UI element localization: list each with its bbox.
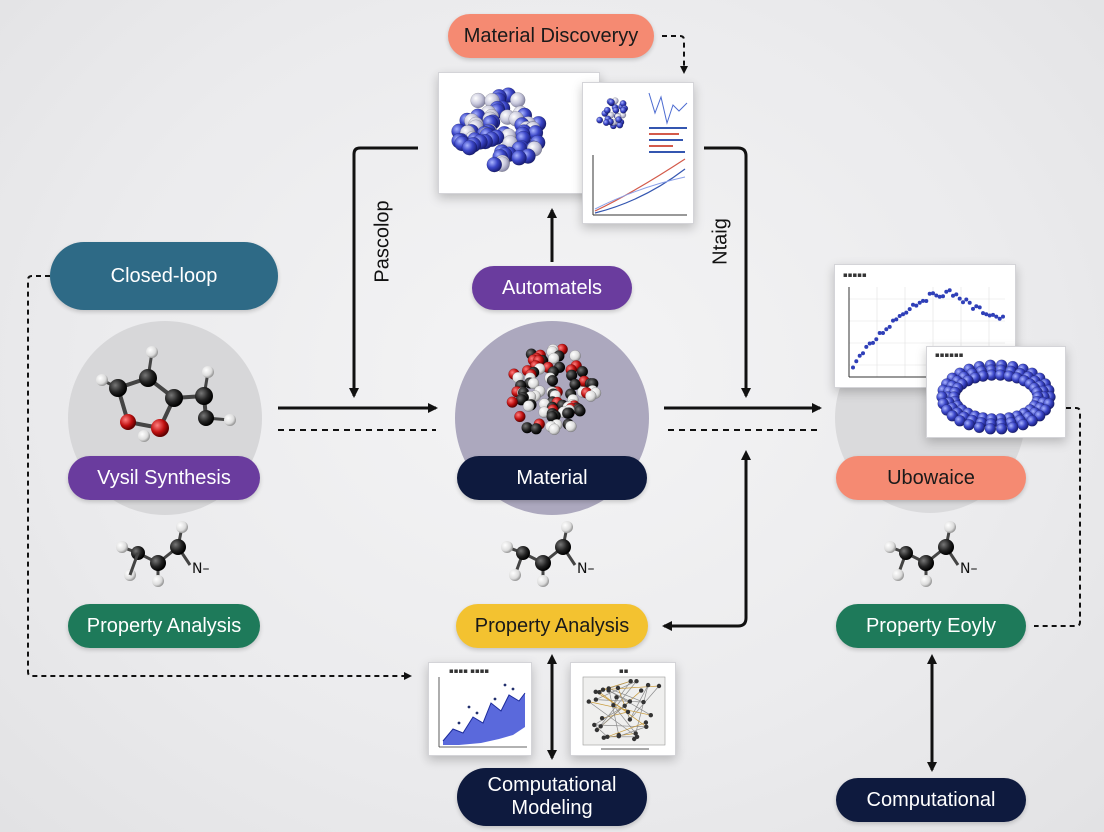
nitrile-molecule-left-icon: N–	[116, 521, 209, 587]
nitrile-molecule-center-icon: N–	[501, 521, 594, 587]
property-analysis-left-node[interactable]: Property Analysis	[68, 604, 260, 648]
material-discovery-label: Material Discoveryy	[463, 24, 639, 47]
computational-modeling-node[interactable]: Computational Modeling	[457, 768, 647, 826]
analysis-charts-card	[582, 82, 694, 224]
svg-text:▪▪▪▪▪: ▪▪▪▪▪	[843, 271, 867, 279]
nanoparticle-card	[438, 72, 600, 194]
computational-right-label: Computational	[866, 788, 996, 811]
nanoparticle-icon	[451, 87, 547, 173]
network-plot-icon: ▪▪	[582, 667, 666, 750]
ring-structure-icon: ▪▪▪▪▪▪	[935, 351, 1056, 435]
left-loop-arrow	[349, 146, 418, 398]
network-plot-card: ▪▪	[570, 662, 676, 756]
ubowaice-node[interactable]: Ubowaice	[836, 456, 1026, 500]
material-cluster-icon	[506, 343, 602, 436]
automated-node[interactable]: Automatels	[472, 266, 632, 310]
property-eoyly-node[interactable]: Property Eoyly	[836, 604, 1026, 648]
right-loop-label: Ntaig	[709, 218, 732, 265]
svg-text:▪▪: ▪▪	[619, 667, 629, 675]
svg-text:▪▪▪▪ ▪▪▪▪: ▪▪▪▪ ▪▪▪▪	[449, 667, 489, 675]
automated-label: Automatels	[501, 276, 603, 299]
vysil-synthesis-node[interactable]: Vysil Synthesis	[68, 456, 260, 500]
closed-loop-node[interactable]: Closed-loop	[50, 242, 278, 310]
vysil-synthesis-label: Vysil Synthesis	[97, 466, 231, 489]
svg-text:▪▪▪▪▪▪: ▪▪▪▪▪▪	[935, 351, 964, 359]
closed-loop-label: Closed-loop	[110, 264, 218, 287]
ubowaice-label: Ubowaice	[887, 466, 975, 489]
ring-structure-card: ▪▪▪▪▪▪	[926, 346, 1066, 438]
computational-modeling-line2: Modeling	[511, 797, 593, 819]
svg-text:N–: N–	[577, 561, 594, 577]
dashed-right-feedback	[1034, 407, 1081, 627]
property-analysis-left-label: Property Analysis	[86, 614, 242, 637]
svg-text:N–: N–	[960, 561, 977, 577]
dashed-closed-loop-feedback	[27, 275, 412, 680]
surface-plot-icon: ▪▪▪▪ ▪▪▪▪	[438, 667, 527, 748]
computational-modeling-line1: Computational	[487, 774, 617, 796]
computational-right-node[interactable]: Computational	[836, 778, 1026, 822]
left-loop-label: Pascolop	[371, 200, 394, 283]
dashed-discovery-arrow	[662, 35, 688, 74]
analysis-charts-icon	[587, 87, 688, 216]
property-analysis-center-node[interactable]: Property Analysis	[456, 604, 648, 648]
material-node[interactable]: Material	[457, 456, 647, 500]
svg-text:N–: N–	[192, 561, 209, 577]
property-eoyly-label: Property Eoyly	[865, 614, 997, 637]
synthesis-molecule-icon	[96, 346, 236, 442]
material-label: Material	[516, 466, 588, 489]
property-analysis-center-label: Property Analysis	[474, 614, 630, 637]
material-discovery-node[interactable]: Material Discoveryy	[448, 14, 654, 58]
right-loop-arrow	[704, 146, 751, 398]
arrow-property-return	[662, 450, 751, 631]
nitrile-molecule-right-icon: N–	[884, 521, 977, 587]
surface-plot-card: ▪▪▪▪ ▪▪▪▪	[428, 662, 532, 756]
